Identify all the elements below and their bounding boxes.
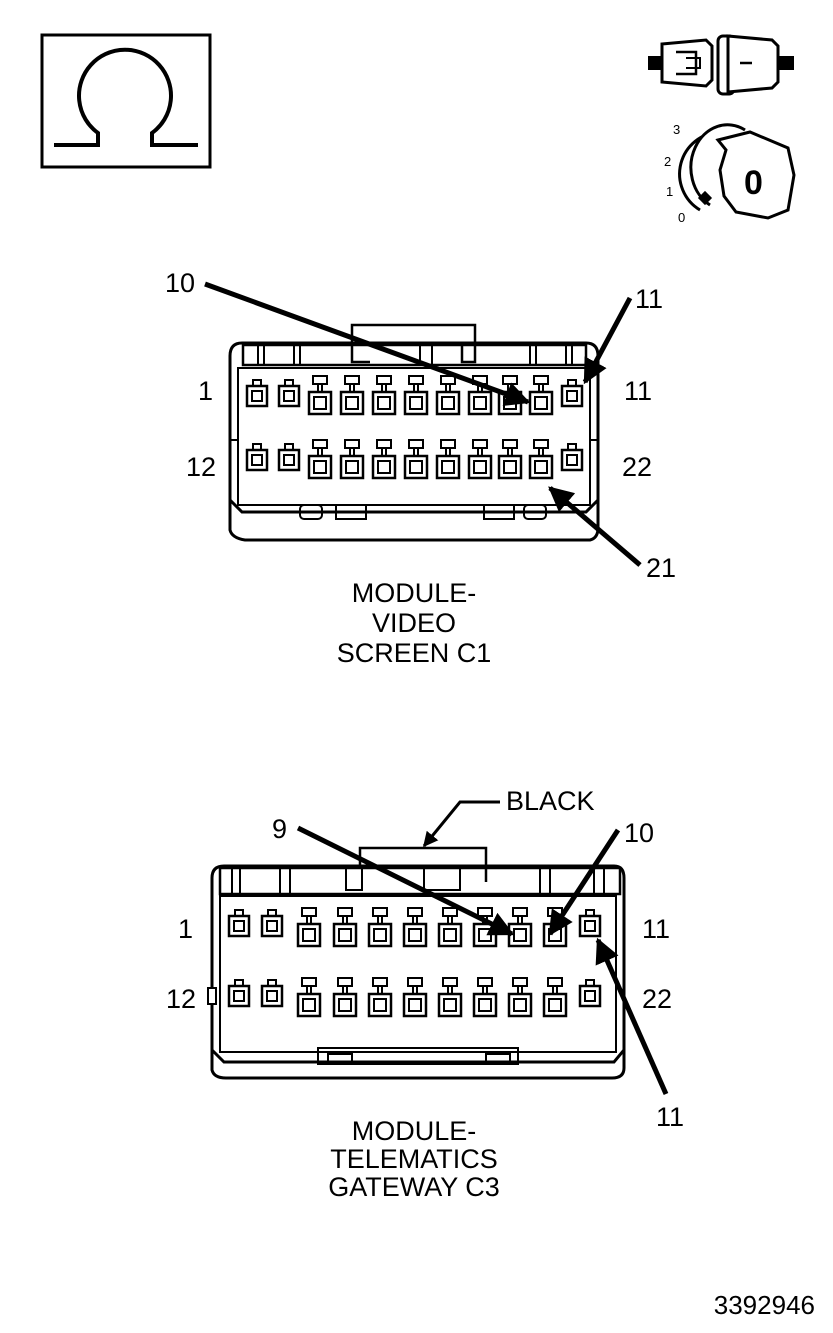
caption-c1-line2: VIDEO xyxy=(372,608,456,638)
callout-c1-pin21: 21 xyxy=(646,553,676,583)
callout-c3-pin9: 9 xyxy=(272,814,287,844)
terminal-c1-pin21 xyxy=(528,438,554,480)
ignition-scale-label: 3 xyxy=(673,122,680,137)
terminal-c3-pin22 xyxy=(578,978,602,1008)
pin-label-c1-left-bottom: 12 xyxy=(186,452,216,482)
terminal-c1-pin3 xyxy=(307,374,333,416)
terminal-c1-pin4 xyxy=(339,374,365,416)
terminal-c3-pin20 xyxy=(507,976,533,1018)
terminal-c3-pin16 xyxy=(367,976,393,1018)
callout-c3-pin10: 10 xyxy=(624,818,654,848)
terminal-c1-pin16 xyxy=(371,438,397,480)
terminal-c1-pin6 xyxy=(403,374,429,416)
terminal-c3-pin19 xyxy=(472,976,498,1018)
ignition-scale-label: 0 xyxy=(678,210,685,225)
terminal-c1-pin22 xyxy=(560,442,584,472)
connector-c3-body xyxy=(207,846,626,1080)
terminal-c1-pin13 xyxy=(277,442,301,472)
terminal-c1-pin17 xyxy=(403,438,429,480)
ignition-scale-label: 1 xyxy=(666,184,673,199)
terminal-c3-pin2 xyxy=(260,908,284,938)
terminal-c3-pin1 xyxy=(227,908,251,938)
callout-leader-c1-pin10 xyxy=(204,281,531,407)
pin-label-c3-right-top: 11 xyxy=(642,914,670,944)
terminal-c3-pin3 xyxy=(296,906,322,948)
caption-c1-line1: MODULE- xyxy=(352,578,477,608)
pin-label-c1-right-bottom: 22 xyxy=(622,452,652,482)
figure-number: 3392946 xyxy=(714,1290,815,1320)
pin-label-c3-left-bottom: 12 xyxy=(166,984,196,1014)
terminal-c3-pin17 xyxy=(402,976,428,1018)
callout-leader-c3-black xyxy=(422,800,500,848)
terminal-c1-pin18 xyxy=(435,438,461,480)
terminal-c1-pin19 xyxy=(467,438,493,480)
terminal-c3-pin5 xyxy=(367,906,393,948)
connector-c3-color-label: BLACK xyxy=(506,786,595,816)
disconnected-connector-icon xyxy=(648,34,794,96)
caption-c3-line3: GATEWAY C3 xyxy=(328,1172,500,1202)
terminal-c1-pin12 xyxy=(245,442,269,472)
connector-c1-body xyxy=(228,323,600,542)
terminal-c3-pin15 xyxy=(332,976,358,1018)
terminal-c1-pin14 xyxy=(307,438,333,480)
ignition-key-icon xyxy=(678,123,796,220)
terminal-c3-pin4 xyxy=(332,906,358,948)
caption-c3-line2: TELEMATICS xyxy=(330,1144,498,1174)
callout-leader-c1-pin11 xyxy=(582,296,633,385)
terminal-c3-pin11 xyxy=(578,908,602,938)
terminal-c3-pin6 xyxy=(402,906,428,948)
ignition-scale-label: 2 xyxy=(664,154,671,169)
callout-c3-pin11: 11 xyxy=(656,1102,684,1132)
terminal-c1-pin7 xyxy=(435,374,461,416)
callout-leader-c3-pin9 xyxy=(296,825,515,937)
terminal-c3-pin13 xyxy=(260,978,284,1008)
caption-c1-line3: SCREEN C1 xyxy=(337,638,492,668)
caption-c3-line1: MODULE- xyxy=(352,1116,477,1146)
pin-label-c3-right-bottom: 22 xyxy=(642,984,672,1014)
terminal-c1-pin11 xyxy=(560,378,584,408)
callout-c1-pin10: 10 xyxy=(165,268,195,298)
terminal-c3-pin9 xyxy=(507,906,533,948)
terminal-c1-pin10 xyxy=(528,374,554,416)
terminal-c3-pin14 xyxy=(296,976,322,1018)
pin-label-c3-left-top: 1 xyxy=(178,914,193,944)
connector-c1-terminals xyxy=(245,374,584,480)
pin-label-c1-right-top: 11 xyxy=(624,376,652,406)
pin-label-c1-left-top: 1 xyxy=(198,376,213,406)
callout-leader-c3-pin10 xyxy=(547,828,621,937)
terminal-c1-pin1 xyxy=(245,378,269,408)
terminal-c1-pin20 xyxy=(497,438,523,480)
callout-leader-c1-pin21 xyxy=(548,486,642,567)
terminal-c1-pin5 xyxy=(371,374,397,416)
terminal-c1-pin2 xyxy=(277,378,301,408)
terminal-c3-pin18 xyxy=(437,976,463,1018)
ignition-position-label: 0 xyxy=(744,164,763,202)
ohm-icon xyxy=(40,33,212,169)
terminal-c3-pin7 xyxy=(437,906,463,948)
terminal-c1-pin15 xyxy=(339,438,365,480)
callout-leader-c3-pin11 xyxy=(595,937,669,1096)
terminal-c3-pin12 xyxy=(227,978,251,1008)
callout-c1-pin11: 11 xyxy=(635,284,663,314)
terminal-c3-pin21 xyxy=(542,976,568,1018)
connector-c3-terminals xyxy=(227,906,602,1018)
